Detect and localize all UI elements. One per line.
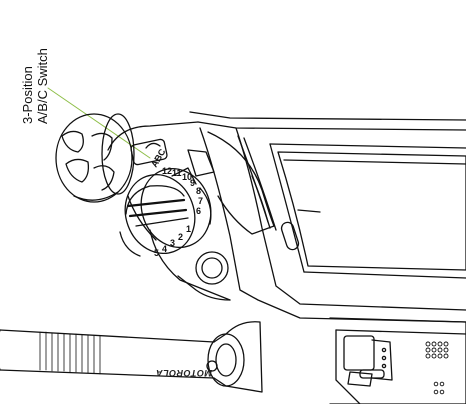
dial-num-6: 6 bbox=[196, 206, 201, 216]
channel-dial-numbers: 1 2 3 4 5 6 7 8 9 10 11 12 bbox=[154, 166, 203, 258]
accessory-connector bbox=[329, 317, 466, 404]
dial-num-10: 10 bbox=[182, 172, 192, 182]
antenna bbox=[0, 321, 263, 393]
radio-body bbox=[189, 111, 466, 323]
side-grooves bbox=[237, 135, 277, 231]
dial-num-8: 8 bbox=[196, 186, 201, 196]
channel-knob[interactable] bbox=[114, 149, 221, 263]
display-window bbox=[277, 151, 466, 271]
dial-num-4: 4 bbox=[162, 244, 167, 254]
side-slot bbox=[280, 221, 300, 251]
dial-num-1: 1 bbox=[186, 224, 191, 234]
motorola-logo-icon bbox=[206, 360, 218, 372]
dial-num-9: 9 bbox=[190, 178, 195, 188]
callout-leader-line bbox=[47, 87, 151, 159]
dial-num-7: 7 bbox=[198, 196, 203, 206]
dial-num-5: 5 bbox=[154, 248, 159, 258]
abc-switch[interactable] bbox=[130, 138, 168, 166]
dial-num-2: 2 bbox=[178, 232, 183, 242]
dial-num-11: 11 bbox=[172, 168, 182, 178]
antenna-brand-text: MOTOROLA bbox=[156, 368, 212, 378]
volume-knob[interactable] bbox=[55, 113, 135, 203]
contact-pad bbox=[425, 341, 449, 395]
dial-num-12: 12 bbox=[162, 166, 172, 176]
dial-num-3: 3 bbox=[170, 238, 175, 248]
